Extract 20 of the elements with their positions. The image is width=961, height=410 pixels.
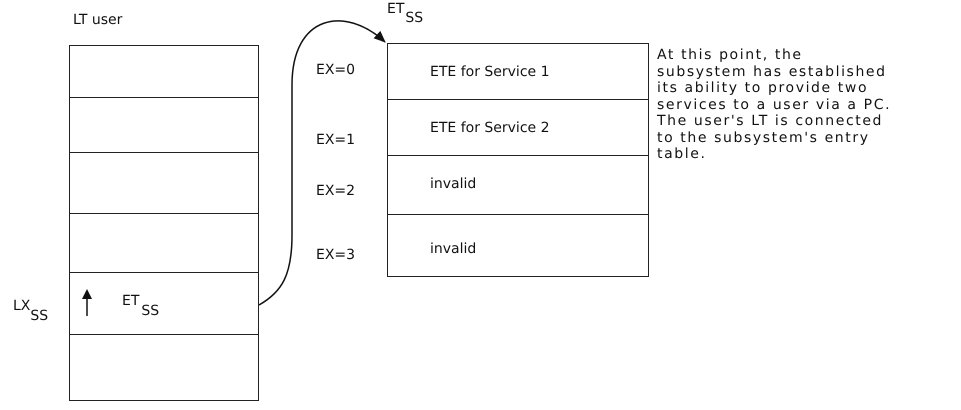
table-row [69,45,259,98]
table-row [387,98,649,156]
entry-text: invalid [430,240,476,256]
entry-text: ETE for Service 1 [430,64,550,80]
table-row [387,155,649,215]
index-label: EX=0 [316,62,356,78]
table-row [69,96,259,154]
note-text: At this point, the subsystem has established its ability to provide two services to a user via a PC. The user's LT is connected to the subsystem's entry table. [657,47,892,162]
table-row [69,334,259,400]
index-label: EX=3 [316,247,356,263]
table-row [69,212,259,274]
entry-text: ETE for Service 2 [430,120,550,136]
table-title: LT user [73,12,124,28]
table-row [387,43,649,100]
index-label: EX=2 [316,183,356,199]
table-row [69,152,259,214]
table-row [387,214,649,276]
index-label: EX=1 [316,132,356,148]
entry-text: invalid [430,176,476,192]
curved-arrow [258,20,386,306]
